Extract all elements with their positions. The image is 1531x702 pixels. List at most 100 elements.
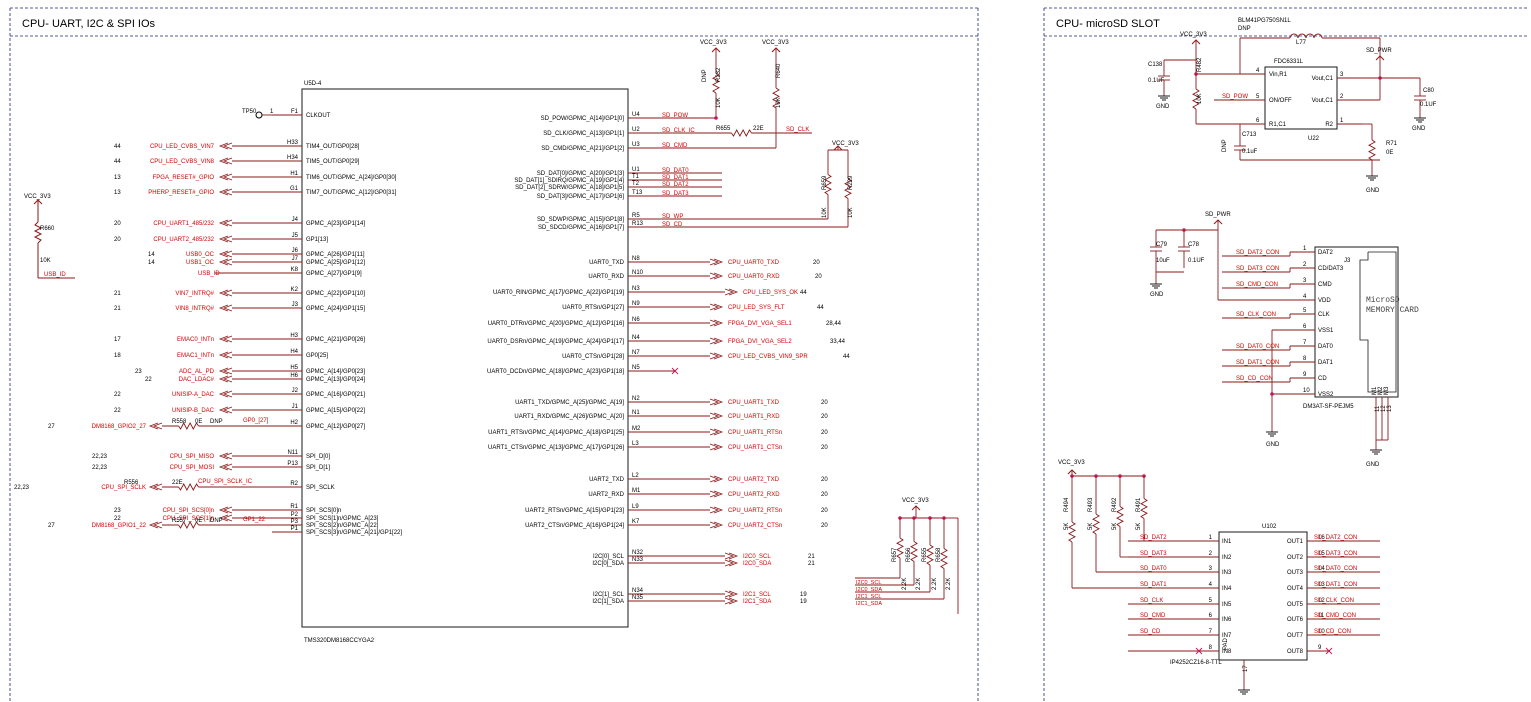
u504-pin-name: GPMC_A[14]/GP0[23] xyxy=(306,369,365,375)
j3-pin-number: 3 xyxy=(1303,278,1307,284)
net-label: SD_CMD_CON xyxy=(1314,613,1356,619)
u504-pin-number: G1 xyxy=(290,186,299,192)
r659-ref: R659 xyxy=(822,175,828,190)
u504-pin-number: N10 xyxy=(632,270,644,276)
u22-pin-name: Vin,R1 xyxy=(1269,72,1288,78)
u102-pin-name: IN6 xyxy=(1222,617,1232,623)
offpage-arrow xyxy=(713,398,724,406)
junction-dot xyxy=(1270,392,1274,396)
u504-pin-name: UART1_RTSn/GPMC_A[14]/GPMC_A[18]/GP1[25] xyxy=(488,430,624,436)
net-label: CPU_UART1_TXD xyxy=(728,400,780,406)
u102-pin-number: 11 xyxy=(1318,613,1325,619)
u102-pad-num: 17 xyxy=(1243,665,1249,672)
page-ref: 27 xyxy=(48,523,55,529)
offpage-arrow xyxy=(222,235,233,243)
net-label: I2C0_SDA xyxy=(743,561,771,567)
u102-pullup-val: 5K xyxy=(1088,523,1094,530)
u504-pin-number: T2 xyxy=(632,181,640,187)
u102-pullup-ref: R491 xyxy=(1136,497,1142,512)
page-ref: 33,44 xyxy=(830,339,846,345)
net-label: SD_DAT1_CON xyxy=(1314,582,1357,588)
page-ref: 20 xyxy=(114,221,121,227)
offpage-arrow xyxy=(724,597,735,605)
u504-pin-name: UART0_CTSn/GP1[28] xyxy=(562,354,624,360)
u504-pin-name: I2C[1]_SDA xyxy=(592,599,624,605)
u102-pullup-val: 5K xyxy=(1112,523,1118,530)
offpage-arrow xyxy=(713,337,724,345)
gnd-label: GND xyxy=(1150,292,1164,298)
r640-val: 10K xyxy=(776,97,782,108)
net-label: SD_DAT1 xyxy=(662,175,689,181)
offpage-arrow xyxy=(713,303,724,311)
resistor-value: 0E xyxy=(195,419,202,425)
i2c-pullup xyxy=(940,548,948,569)
net-label: VIN8_INTRQ# xyxy=(175,306,214,312)
net-label: SD_CLK_CON xyxy=(1236,312,1276,318)
u102-pin-number: 8 xyxy=(1209,645,1213,651)
offpage-arrow xyxy=(728,597,739,605)
offpage-arrow xyxy=(218,304,229,312)
page-ref: 13 xyxy=(114,175,121,181)
offpage-arrow xyxy=(222,375,233,383)
net-label: CPU_UART2_TXD xyxy=(728,477,780,483)
net-label: SD_DAT3_CON xyxy=(1314,551,1357,557)
offpage-arrow xyxy=(222,390,233,398)
u504-pin-name: GPMC_A[16]/GP0[21] xyxy=(306,392,365,398)
offpage-arrow xyxy=(218,463,229,471)
r232-ref: R232 xyxy=(716,67,722,82)
u504-pin-number: N7 xyxy=(632,350,640,356)
net-label: SD_DAT2 xyxy=(1140,535,1167,541)
u504-pin-name: GPMC_A[27]/GP1[9] xyxy=(306,271,362,277)
net-label: SD_CLK_CON xyxy=(1314,598,1354,604)
u504-component: U5D-4 TMS320DM8168CCYGA2 F1CLKOUTH33TIM4… xyxy=(272,81,850,644)
offpage-arrow xyxy=(148,483,159,491)
u102-pin-name: IN2 xyxy=(1222,555,1232,561)
page-ref: 44 xyxy=(114,144,121,150)
offpage-arrow xyxy=(148,521,159,529)
vcc-label: VCC_3V3 xyxy=(1180,32,1207,38)
offpage-arrow xyxy=(728,552,739,560)
u504-right-pins: U4SD_POW/GPMC_A[14]/GP1[0]SD_POWU2SD_CLK… xyxy=(487,112,850,605)
i2c-pullup-val: 2.2K xyxy=(946,578,952,590)
u504-pin-number: H5 xyxy=(290,365,298,371)
net-label: SD_CLK_IC xyxy=(662,128,695,134)
offpage-arrow xyxy=(709,258,720,266)
u102-component: U102 IP4252CZ16-8-TTL PAD 17 VCC_3V3 1IN… xyxy=(1058,460,1380,695)
i2c-resistors: R6572.2KI2C0_SCLR6562.2KI2C0_SDAR6552.2K… xyxy=(855,505,959,614)
j3-pin-name: DAT2 xyxy=(1318,250,1334,256)
u504-pin-name: SPI_D[0] xyxy=(306,454,330,460)
dnp-mark: DNP xyxy=(210,419,223,425)
resistor-value: 0E xyxy=(195,518,202,524)
j3-pin-name: CD xyxy=(1318,376,1327,382)
offpage-arrow xyxy=(709,443,720,451)
u504-pin-number: H33 xyxy=(287,140,299,146)
u504-pin-name: TIM7_OUT/GPMC_A[12]/GP0[31] xyxy=(306,190,397,196)
net-label: EMAC1_INTn xyxy=(177,353,214,359)
sd-pow-net: SD_POW xyxy=(1222,94,1248,100)
offpage-arrow xyxy=(709,490,720,498)
net-label: CPU_LED_CVBS_VIN9_SPR xyxy=(728,354,808,360)
net-label: USB_ID xyxy=(44,272,66,278)
u504-pin-number: N11 xyxy=(287,450,298,456)
gnd-label: GND xyxy=(1366,188,1380,194)
j3-pin-name: VDD xyxy=(1318,298,1331,304)
vcc-label: VCC_3V3 xyxy=(24,194,51,200)
u102-pin-number: 10 xyxy=(1318,629,1325,635)
page-ref: 20 xyxy=(815,274,822,280)
u504-pin-number: U3 xyxy=(632,142,640,148)
net-label: CPU_UART1_RXD xyxy=(728,414,780,420)
u102-pullup-val: 5K xyxy=(1064,523,1070,530)
net-label: I2C0_SCL xyxy=(743,554,771,560)
offpage-arrow xyxy=(218,188,229,196)
offpage-arrow xyxy=(222,463,233,471)
offpage-arrow xyxy=(713,428,724,436)
offpage-arrow xyxy=(709,412,720,420)
page-ref: 21 xyxy=(808,561,815,567)
net-label: SD_DAT3 xyxy=(662,191,689,197)
gnd-label: GND xyxy=(1156,104,1170,110)
offpage-arrow xyxy=(713,258,724,266)
net-label: I2C1_SCL xyxy=(743,592,771,598)
no-connect xyxy=(671,367,679,375)
i2c-pullup-val: 2.2K xyxy=(932,578,938,590)
